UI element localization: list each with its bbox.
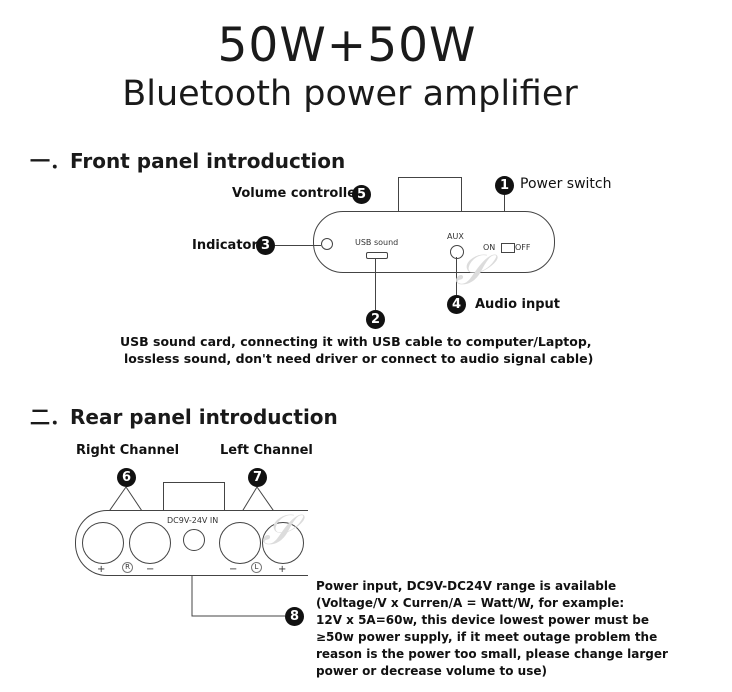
aux-label: AUX <box>447 232 464 241</box>
usb-leader <box>375 258 376 310</box>
callout-badge-1: 1 <box>495 176 514 195</box>
page-subtitle: Bluetooth power amplifier <box>122 74 578 114</box>
left-channel-badge: L <box>251 562 262 573</box>
terminal-minus-right-label: − <box>229 564 238 575</box>
right-channel-badge: R <box>122 562 133 573</box>
power-description-line-5: reason is the power too small, please ch… <box>316 647 668 661</box>
toggle-switch-icon <box>501 243 515 253</box>
volume-controller-label: Volume controller <box>232 186 363 201</box>
speaker-terminal-right-minus-icon <box>129 522 171 564</box>
speaker-terminal-right-plus-icon <box>82 522 124 564</box>
callout-badge-2: 2 <box>366 310 385 329</box>
aux-jack-icon <box>450 245 464 259</box>
speaker-terminal-left-minus-icon <box>219 522 261 564</box>
callout-badge-3: 3 <box>256 236 275 255</box>
indicator-label: Indicator <box>192 238 258 253</box>
indicator-leader <box>275 245 321 246</box>
power-switch-label: Power switch <box>520 176 612 192</box>
watermark-rear: 𝒮 <box>262 505 295 554</box>
page-title: 50W+50W <box>217 18 477 73</box>
terminal-plus-right-label: + <box>278 564 287 575</box>
switch-on-label: ON <box>483 243 496 252</box>
power-description-line-6: power or decrease volume to use) <box>316 664 547 678</box>
terminal-plus-left-label: + <box>97 564 106 575</box>
right-channel-label: Right Channel <box>76 443 180 458</box>
switch-off-label: OFF <box>515 243 531 252</box>
front-panel-body <box>313 211 555 273</box>
power-description-line-2: (Voltage/V x Curren/A = Watt/W, for exam… <box>316 596 625 610</box>
front-panel-heading: 一．Front panel introduction <box>30 149 346 173</box>
rear-panel-heading: 二．Rear panel introduction <box>30 405 338 429</box>
usb-description-line-2: lossless sound, don't need driver or con… <box>124 351 594 366</box>
usb-port-label: USB sound <box>355 238 399 247</box>
callout-badge-7: 7 <box>248 468 267 487</box>
terminal-minus-left-label: − <box>146 564 155 575</box>
left-channel-label: Left Channel <box>220 443 313 458</box>
power-description-line-4: ≥50w power supply, if it meet outage pro… <box>316 630 658 644</box>
speaker-terminal-left-plus-icon <box>262 522 304 564</box>
aux-leader <box>456 257 457 295</box>
dc-jack-icon <box>183 529 205 551</box>
watermark-front: 𝒮 <box>455 245 488 294</box>
usb-port-icon <box>366 252 388 259</box>
callout-badge-5: 5 <box>352 185 371 204</box>
callout-badge-6: 6 <box>117 468 136 487</box>
callout-badge-4: 4 <box>447 295 466 314</box>
callout-badge-8: 8 <box>285 607 304 626</box>
audio-input-label: Audio input <box>475 297 561 312</box>
led-icon <box>321 238 333 250</box>
dc-input-label: DC9V-24V IN <box>167 516 219 525</box>
power-description-line-3: 12V x 5A=60w, this device lowest power m… <box>316 613 649 627</box>
power-description-line-1: Power input, DC9V-DC24V range is availab… <box>316 579 617 593</box>
usb-description-line-1: USB sound card, connecting it with USB c… <box>120 334 592 349</box>
